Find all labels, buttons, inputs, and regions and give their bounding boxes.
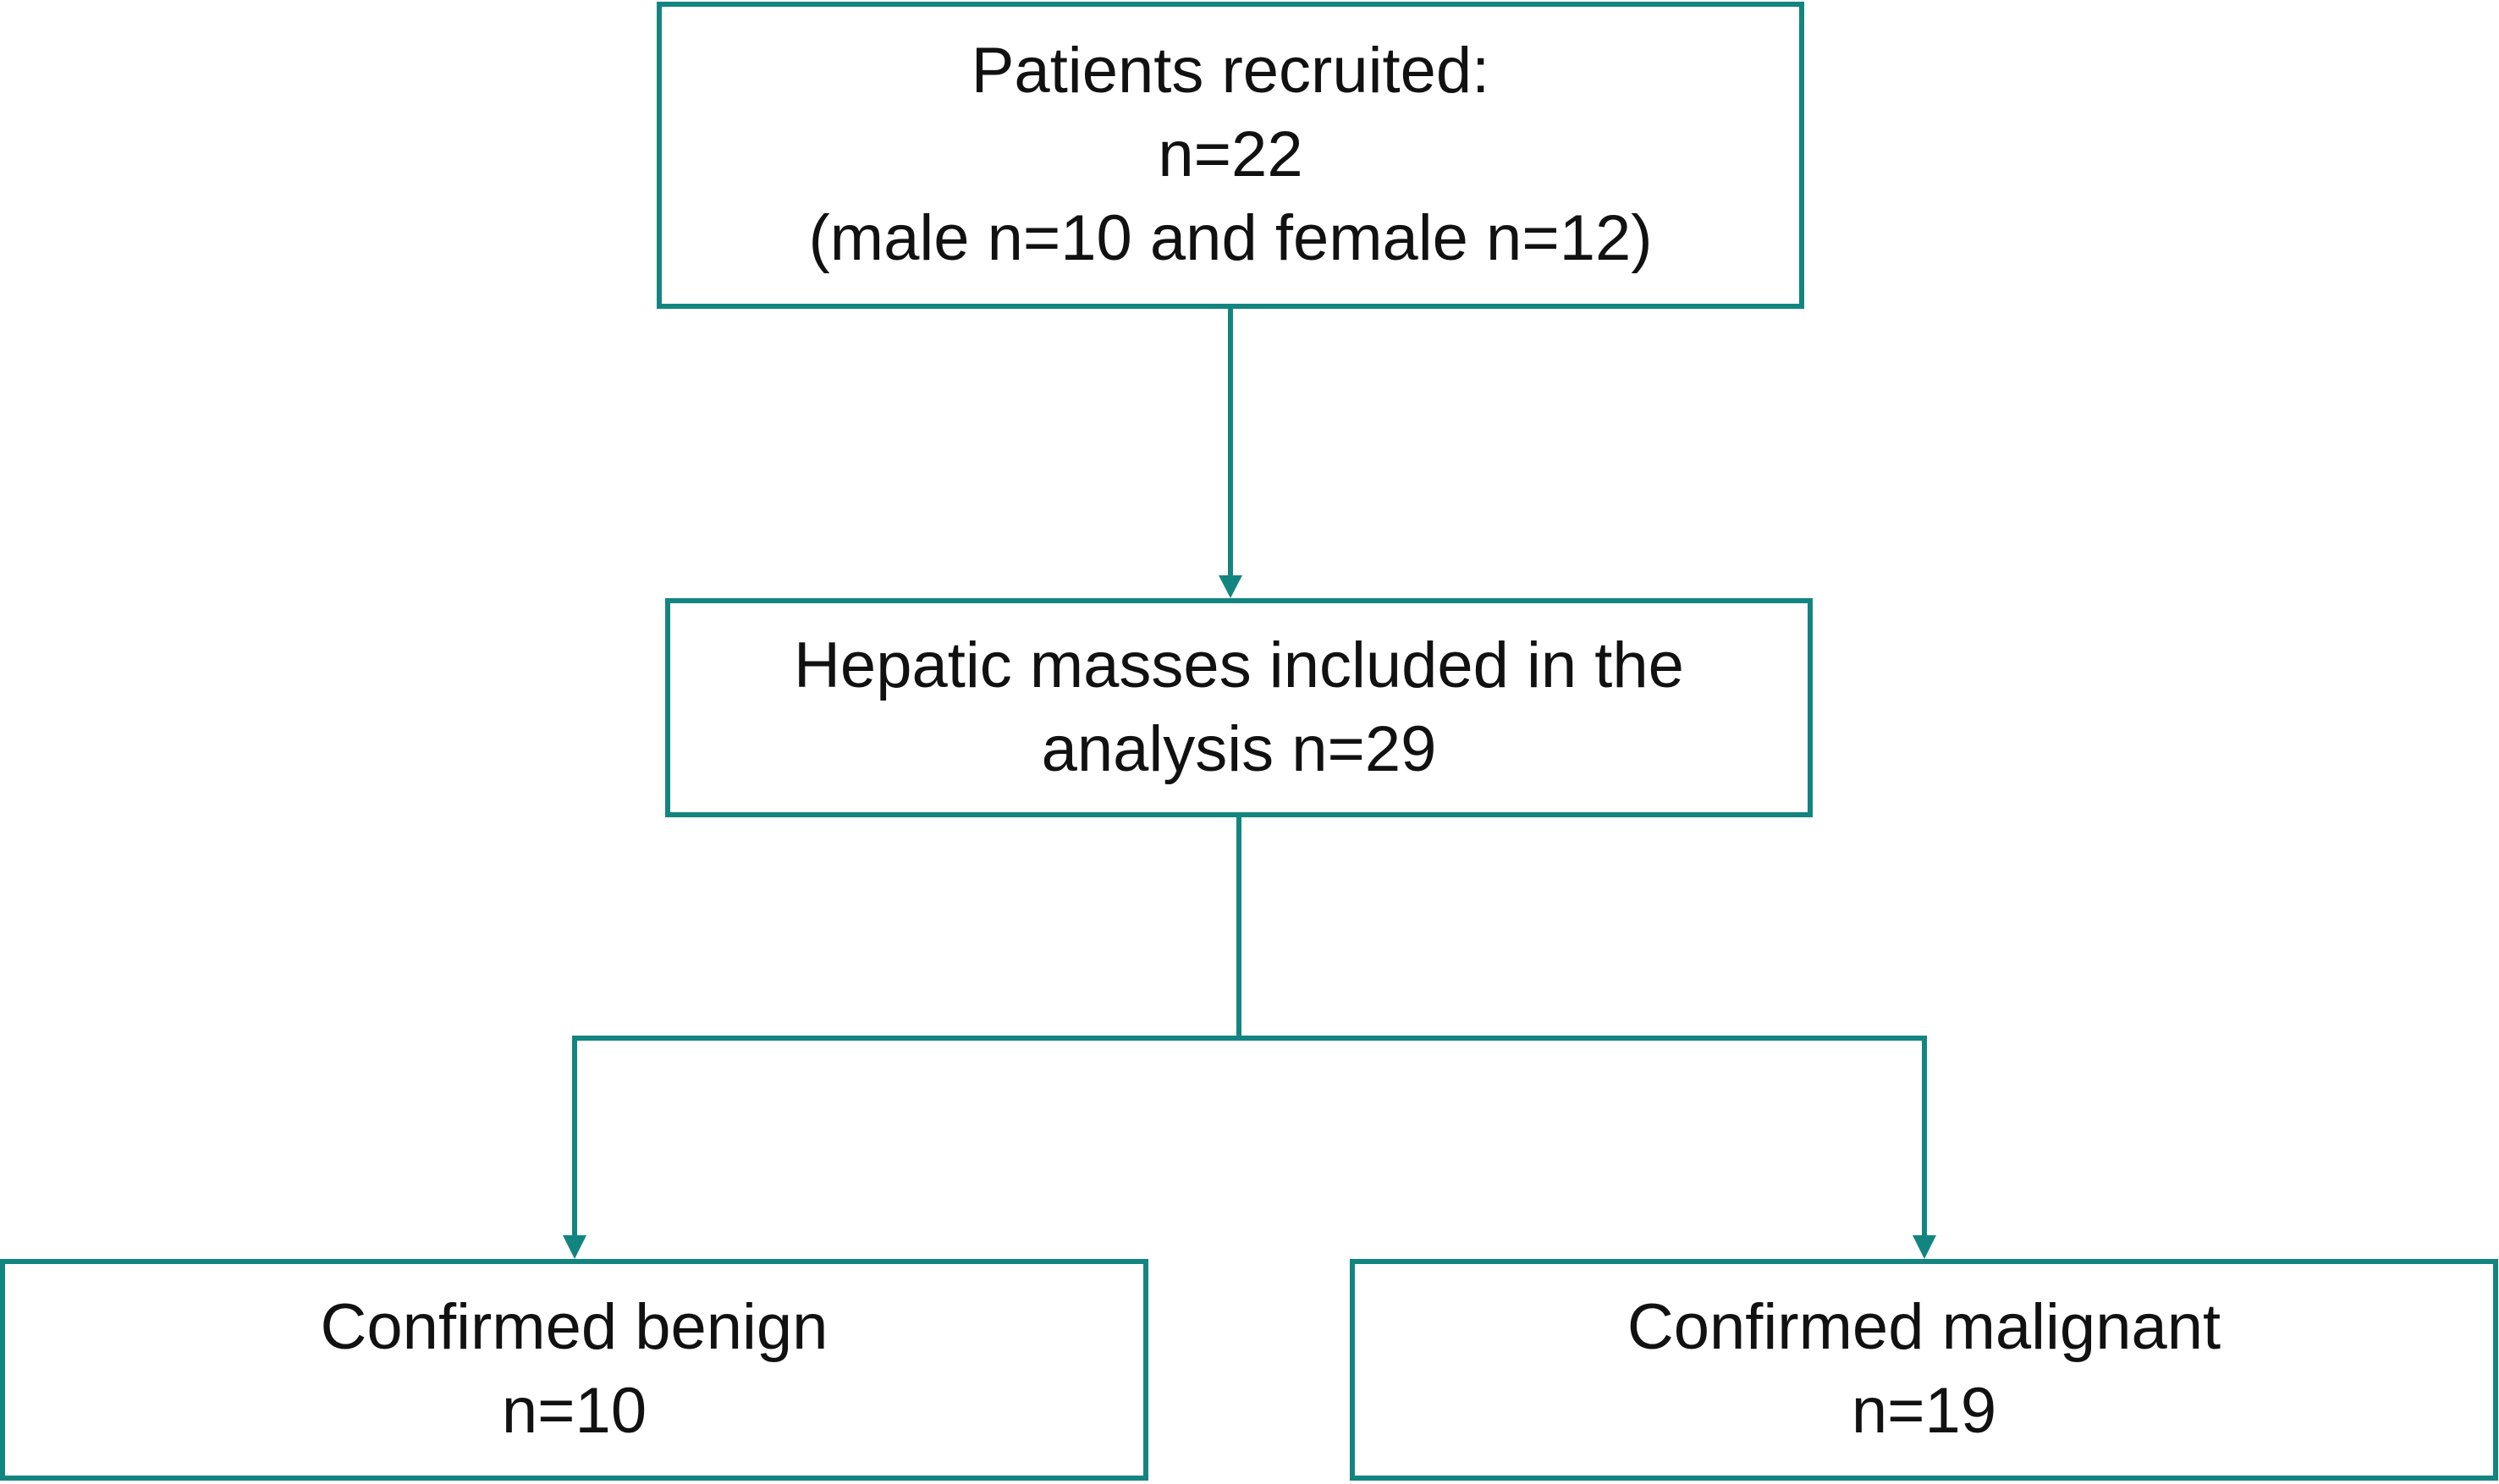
benign-count: n=10 [501, 1375, 647, 1447]
recruited-title: Patients recruited: [971, 35, 1490, 107]
box-confirmed-malignant: Confirmed malignant n=19 [1350, 1259, 2498, 1481]
arrowhead-benign [563, 1235, 586, 1259]
included-title: Hepatic masses included in the [794, 629, 1684, 701]
box-hepatic-masses-included: Hepatic masses included in the analysis … [665, 598, 1813, 817]
arrowhead-included [1219, 575, 1242, 598]
arrowhead-malignant [1913, 1235, 1936, 1259]
box-confirmed-benign: Confirmed benign n=10 [0, 1259, 1148, 1481]
box-patients-recruited: Patients recruited: n=22 (male n=10 and … [657, 2, 1804, 309]
malignant-title: Confirmed malignant [1627, 1291, 2221, 1364]
recruited-breakdown: (male n=10 and female n=12) [808, 201, 1653, 274]
malignant-count: n=19 [1851, 1375, 1997, 1447]
included-count: analysis n=29 [1041, 712, 1437, 785]
benign-title: Confirmed benign [320, 1291, 828, 1364]
recruited-count: n=22 [1158, 118, 1303, 191]
